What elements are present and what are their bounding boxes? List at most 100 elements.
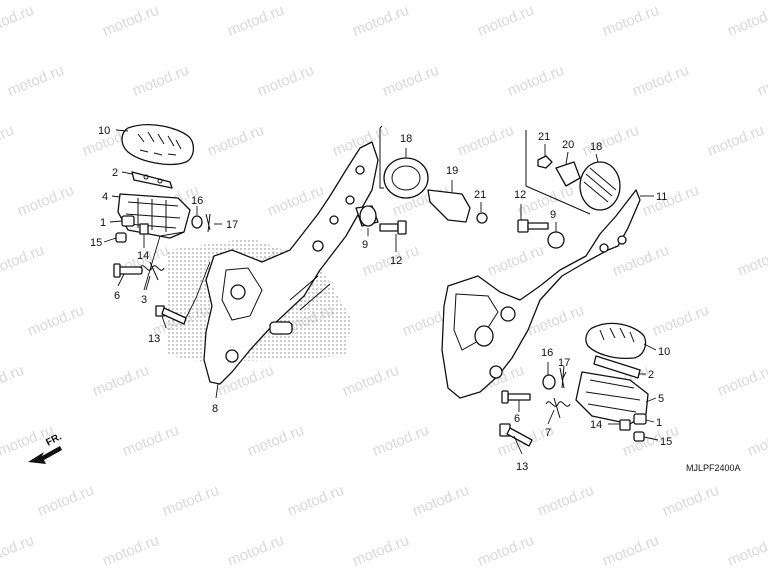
right-bolt-13	[499, 423, 533, 447]
watermark-text: motod.ru	[725, 2, 768, 40]
callout-l21: 21	[474, 189, 486, 201]
callout-l17: 17	[226, 219, 238, 231]
watermark-text: motod.ru	[0, 362, 26, 400]
left-bolt-13	[155, 305, 187, 325]
left-grommet-18	[383, 157, 429, 199]
watermark-text: motod.ru	[120, 422, 181, 460]
watermark-text: motod.ru	[535, 482, 596, 520]
left-bolt-14	[139, 223, 149, 235]
watermark-text: motod.ru	[735, 242, 768, 280]
callout-l10: 10	[98, 125, 110, 137]
diagram-code: MJLPF2400A	[686, 463, 741, 473]
watermark-text: motod.ru	[0, 242, 46, 280]
right-step-bracket-11	[441, 189, 641, 399]
watermark-text: motod.ru	[245, 422, 306, 460]
callout-r15: 15	[660, 436, 672, 448]
right-bolt-14	[619, 419, 631, 431]
callout-l19: 19	[446, 165, 458, 177]
watermark-text: motod.ru	[0, 122, 16, 160]
watermark-text: motod.ru	[640, 182, 701, 220]
watermark-text: motod.ru	[755, 62, 768, 100]
callout-r13: 13	[516, 461, 528, 473]
watermark-text: motod.ru	[475, 532, 536, 570]
callout-l4: 4	[102, 191, 108, 203]
callout-l14: 14	[137, 250, 149, 262]
watermark-text: motod.ru	[340, 362, 401, 400]
watermark-text: motod.ru	[100, 2, 161, 40]
callout-l8: 8	[212, 403, 218, 415]
left-washer-16	[191, 215, 203, 229]
watermark-text: motod.ru	[5, 62, 66, 100]
callout-r7: 7	[545, 427, 551, 439]
watermark-text: motod.ru	[35, 482, 96, 520]
callout-r9: 9	[550, 209, 556, 221]
left-bolt-12	[379, 220, 407, 235]
right-nut-21	[537, 155, 553, 169]
left-plate-2	[131, 171, 173, 189]
watermark-text: motod.ru	[25, 302, 86, 340]
left-collar-9	[355, 205, 379, 227]
callout-l13: 13	[148, 333, 160, 345]
watermark-text: motod.ru	[705, 122, 766, 160]
left-pivot-pin-1	[115, 215, 135, 243]
left-footpeg-rubber-10	[121, 124, 195, 166]
watermark-text: motod.ru	[15, 182, 76, 220]
watermark-text: motod.ru	[410, 482, 471, 520]
watermark-text: motod.ru	[745, 422, 768, 460]
watermark-text: motod.ru	[225, 2, 286, 40]
callout-l9: 9	[362, 239, 368, 251]
watermark-text: motod.ru	[100, 532, 161, 570]
callout-r5: 5	[658, 393, 664, 405]
watermark-text: motod.ru	[160, 482, 221, 520]
callout-r17: 17	[558, 357, 570, 369]
watermark-text: motod.ru	[475, 2, 536, 40]
watermark-text: motod.ru	[0, 532, 36, 570]
left-subassembly-bracket	[379, 125, 384, 189]
callout-l1: 1	[100, 217, 106, 229]
watermark-text: motod.ru	[630, 62, 691, 100]
callout-r14: 14	[590, 419, 602, 431]
watermark-text: motod.ru	[650, 302, 711, 340]
right-spring-7	[545, 397, 571, 419]
callout-l2: 2	[112, 167, 118, 179]
right-collar-9	[547, 231, 565, 249]
watermark-text: motod.ru	[0, 2, 36, 40]
right-plate-20	[555, 161, 581, 187]
left-footpeg-4	[117, 193, 191, 239]
right-pin-6	[501, 390, 531, 404]
right-plate-2	[593, 355, 641, 379]
watermark-text: motod.ru	[485, 242, 546, 280]
callout-r2: 2	[648, 369, 654, 381]
callout-l16: 16	[191, 195, 203, 207]
callout-l18: 18	[400, 133, 412, 145]
watermark-text: motod.ru	[660, 482, 721, 520]
watermark-text: motod.ru	[380, 62, 441, 100]
callout-r11: 11	[656, 191, 667, 203]
watermark-text: motod.ru	[455, 122, 516, 160]
watermark-text: motod.ru	[285, 482, 346, 520]
left-step-bracket-8	[203, 141, 379, 385]
callout-r12: 12	[514, 189, 526, 201]
callout-l15: 15	[90, 237, 102, 249]
callout-l6: 6	[114, 290, 120, 302]
watermark-text: motod.ru	[205, 122, 266, 160]
watermark-text: motod.ru	[255, 62, 316, 100]
watermark-text: motod.ru	[600, 532, 661, 570]
right-washer-16	[542, 374, 556, 390]
watermark-text: motod.ru	[90, 362, 151, 400]
watermark-text: motod.ru	[600, 2, 661, 40]
watermark-text: motod.ru	[725, 532, 768, 570]
right-footpeg-rubber-10	[585, 322, 647, 360]
watermark-text: motod.ru	[505, 62, 566, 100]
left-reflector-19	[427, 189, 471, 223]
callout-r20: 20	[562, 139, 574, 151]
right-pin-1	[633, 413, 647, 442]
watermark-text: motod.ru	[225, 532, 286, 570]
watermark-text: motod.ru	[715, 362, 768, 400]
watermark-text: motod.ru	[350, 2, 411, 40]
callout-l12: 12	[390, 255, 402, 267]
watermark-text: motod.ru	[350, 532, 411, 570]
